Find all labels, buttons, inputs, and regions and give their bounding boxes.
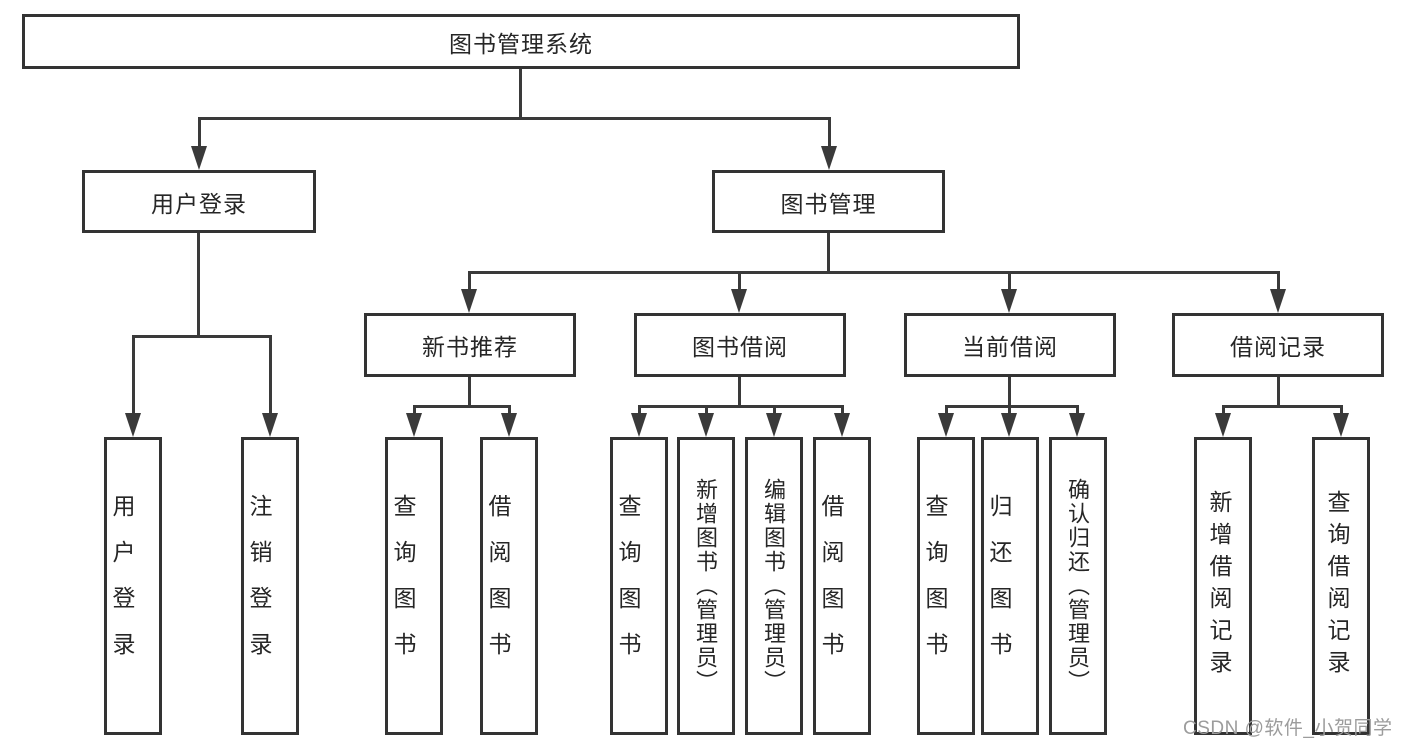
leaf-add-books-admin: 新增图书（管理员）	[677, 437, 735, 735]
connector-level1-rail	[198, 117, 830, 120]
connector-records-rail	[1222, 405, 1342, 408]
leaf-label: 新增图书（管理员）	[693, 478, 718, 694]
leaf-borrow-books-2: 借阅图书	[813, 437, 871, 735]
leaf-query-books-2: 查询图书	[610, 437, 668, 735]
connector-drop	[132, 335, 135, 417]
leaf-label: 用户登录	[109, 494, 135, 678]
leaf-add-borrow-record: 新增借阅记录	[1194, 437, 1252, 735]
connector-drop	[1008, 271, 1011, 293]
leaf-label: 借阅图书	[818, 494, 844, 678]
node-book-management-label: 图书管理	[780, 190, 877, 217]
connector-drop	[468, 271, 471, 293]
connector-drop	[1277, 271, 1280, 293]
leaf-label: 确认归还（管理员）	[1065, 478, 1090, 694]
leaf-user-login: 用户登录	[104, 437, 162, 735]
arrowhead	[501, 413, 517, 437]
node-new-book-recommend-label: 新书推荐	[422, 334, 518, 360]
leaf-label: 查询图书	[615, 494, 641, 678]
connector-rec-rail	[413, 405, 511, 408]
connector-drop	[841, 405, 844, 417]
leaf-confirm-return-admin: 确认归还（管理员）	[1049, 437, 1107, 735]
connector-login-trunk	[197, 233, 200, 338]
connector-records-trunk	[1277, 377, 1280, 408]
leaf-label: 查询图书	[390, 494, 416, 678]
node-current-borrowing: 当前借阅	[904, 313, 1116, 377]
arrowhead	[631, 413, 647, 437]
connector-drop	[413, 405, 416, 417]
arrowhead	[766, 413, 782, 437]
connector-drop	[705, 405, 708, 417]
connector-drop	[1008, 405, 1011, 417]
leaf-label: 查询图书	[922, 494, 948, 678]
arrowhead	[262, 413, 278, 437]
csdn-watermark: CSDN @软件_小贺同学	[1183, 718, 1393, 739]
node-borrowing-records-label: 借阅记录	[1230, 334, 1326, 360]
leaf-logout: 注销登录	[241, 437, 299, 735]
connector-drop	[945, 405, 948, 417]
arrowhead	[125, 413, 141, 437]
leaf-query-books-3: 查询图书	[917, 437, 975, 735]
arrowhead	[1333, 413, 1349, 437]
connector-current-trunk	[1008, 377, 1011, 408]
node-new-book-recommend: 新书推荐	[364, 313, 576, 377]
connector-drop	[1340, 405, 1343, 417]
arrowhead	[698, 413, 714, 437]
arrowhead	[1001, 413, 1017, 437]
leaf-query-books-1: 查询图书	[385, 437, 443, 735]
arrowhead	[821, 146, 837, 170]
leaf-borrow-books-1: 借阅图书	[480, 437, 538, 735]
arrowhead	[1270, 289, 1286, 313]
connector-drop	[1076, 405, 1079, 417]
leaf-query-borrow-record: 查询借阅记录	[1312, 437, 1370, 735]
connector-drop	[508, 405, 511, 417]
leaf-label: 新增借阅记录	[1206, 490, 1232, 682]
leaf-label: 注销登录	[246, 494, 272, 678]
leaf-edit-books-admin: 编辑图书（管理员）	[745, 437, 803, 735]
leaf-label: 归还图书	[986, 494, 1012, 678]
arrowhead	[1001, 289, 1017, 313]
leaf-label: 查询借阅记录	[1324, 490, 1350, 682]
connector-borrow-rail	[638, 405, 843, 408]
connector-borrow-trunk	[738, 377, 741, 408]
node-user-login-label: 用户登录	[151, 190, 247, 217]
connector-drop	[773, 405, 776, 417]
arrowhead	[1215, 413, 1231, 437]
arrowhead	[731, 289, 747, 313]
node-book-borrowing-label: 图书借阅	[692, 334, 788, 360]
node-book-management: 图书管理	[712, 170, 945, 233]
connector-level2-rail	[469, 271, 1280, 274]
leaf-label: 编辑图书（管理员）	[761, 478, 786, 694]
connector-drop	[828, 117, 831, 149]
connector-drop	[1222, 405, 1225, 417]
arrowhead	[406, 413, 422, 437]
arrowhead	[1069, 413, 1085, 437]
node-borrowing-records: 借阅记录	[1172, 313, 1384, 377]
node-book-borrowing: 图书借阅	[634, 313, 846, 377]
connector-drop	[269, 335, 272, 417]
connector-mgmt-trunk	[827, 233, 830, 274]
leaf-return-books: 归还图书	[981, 437, 1039, 735]
connector-login-rail	[132, 335, 271, 338]
connector-drop	[198, 117, 201, 149]
connector-rec-trunk	[468, 377, 471, 408]
arrowhead	[191, 146, 207, 170]
connector-drop	[738, 271, 741, 293]
connector-drop	[638, 405, 641, 417]
connector-root-trunk	[519, 69, 522, 119]
node-current-borrowing-label: 当前借阅	[962, 334, 1058, 360]
leaf-label: 借阅图书	[485, 494, 511, 678]
arrowhead	[834, 413, 850, 437]
connector-current-rail	[945, 405, 1079, 408]
node-root-label: 图书管理系统	[449, 30, 593, 57]
arrowhead	[938, 413, 954, 437]
node-root: 图书管理系统	[22, 14, 1020, 69]
arrowhead	[461, 289, 477, 313]
node-user-login: 用户登录	[82, 170, 316, 233]
